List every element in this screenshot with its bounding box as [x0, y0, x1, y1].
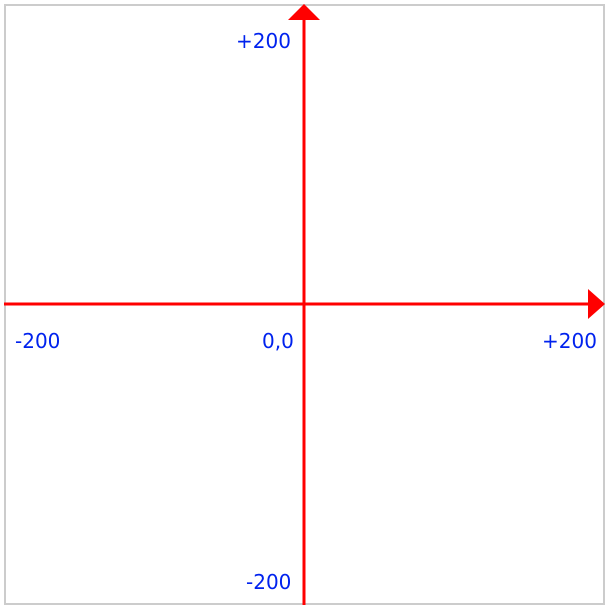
x-axis-arrowhead	[588, 289, 605, 319]
y-axis-min-label: -200	[246, 570, 292, 594]
x-axis-min-label: -200	[15, 329, 61, 353]
y-axis-arrowhead	[288, 4, 320, 20]
origin-label: 0,0	[262, 329, 294, 353]
x-axis-max-label: +200	[542, 329, 597, 353]
y-axis-max-label: +200	[236, 29, 291, 53]
